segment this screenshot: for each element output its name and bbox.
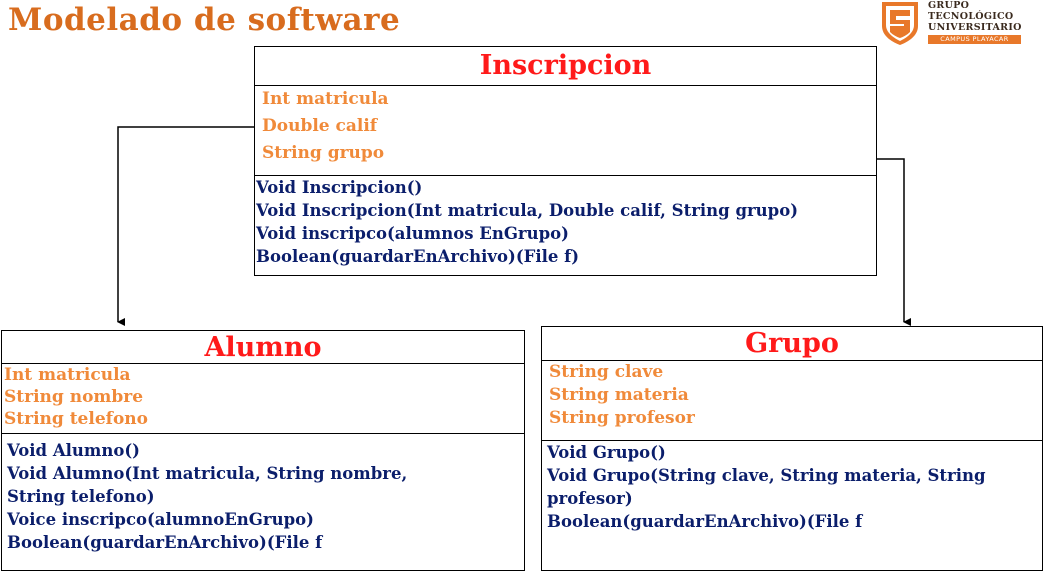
- attribute: String grupo: [262, 143, 385, 163]
- logo-text-line2: TECNOLÓGICO: [928, 11, 1014, 22]
- class-inscripcion: Inscripcion Int matricula Double calif S…: [254, 46, 877, 276]
- method: Void Grupo(): [547, 443, 666, 462]
- attribute: String nombre: [4, 387, 144, 407]
- attribute: Int matricula: [4, 365, 131, 385]
- attribute: String telefono: [4, 409, 149, 429]
- attribute: Int matricula: [262, 89, 389, 109]
- attributes-inscripcion: Int matricula Double calif String grupo: [255, 86, 876, 176]
- methods-grupo: Void Grupo() Void Grupo(String clave, St…: [542, 441, 1042, 533]
- university-logo: GRUPO TECNOLÓGICO UNIVERSITARIO CAMPUS P…: [880, 0, 1040, 48]
- attributes-grupo: String clave String materia String profe…: [542, 361, 1042, 441]
- connector-inscripcion-grupo: [876, 158, 911, 326]
- method: Void Inscripcion(): [256, 178, 423, 197]
- logo-campus-band: CAMPUS PLAYACAR: [928, 35, 1021, 44]
- methods-alumno: Void Alumno() Void Alumno(Int matricula,…: [2, 439, 524, 554]
- method: Voice inscripco(alumnoEnGrupo): [7, 510, 314, 529]
- logo-text-line1: GRUPO: [928, 0, 970, 11]
- shield-logo-icon: [882, 2, 918, 45]
- class-name-inscripcion: Inscripcion: [255, 47, 876, 86]
- class-alumno: Alumno Int matricula String nombre Strin…: [1, 330, 525, 571]
- class-name-alumno: Alumno: [2, 331, 524, 364]
- connector-inscripcion-alumno: [117, 126, 254, 326]
- page-title: Modelado de software: [8, 2, 401, 38]
- attribute: String materia: [549, 385, 689, 405]
- methods-inscripcion: Void Inscripcion() Void Inscripcion(Int …: [255, 176, 876, 268]
- method: Void Alumno(): [7, 441, 140, 460]
- attribute: String profesor: [549, 408, 695, 428]
- method: Void Alumno(Int matricula, String nombre…: [7, 464, 408, 506]
- method: Void Grupo(String clave, String materia,…: [547, 466, 986, 508]
- attributes-alumno: Int matricula String nombre String telef…: [2, 364, 524, 434]
- method: Boolean(guardarEnArchivo)(File f: [547, 512, 863, 531]
- method: Void Inscripcion(Int matricula, Double c…: [256, 201, 799, 220]
- class-name-grupo: Grupo: [542, 327, 1042, 361]
- method: Boolean(guardarEnArchivo)(File f): [256, 247, 580, 266]
- logo-text-line3: UNIVERSITARIO: [928, 22, 1022, 33]
- method: Void inscripco(alumnos EnGrupo): [256, 224, 569, 243]
- class-grupo: Grupo String clave String materia String…: [541, 326, 1043, 571]
- attribute: String clave: [549, 362, 664, 382]
- method: Boolean(guardarEnArchivo)(File f: [7, 533, 323, 552]
- attribute: Double calif: [262, 116, 378, 136]
